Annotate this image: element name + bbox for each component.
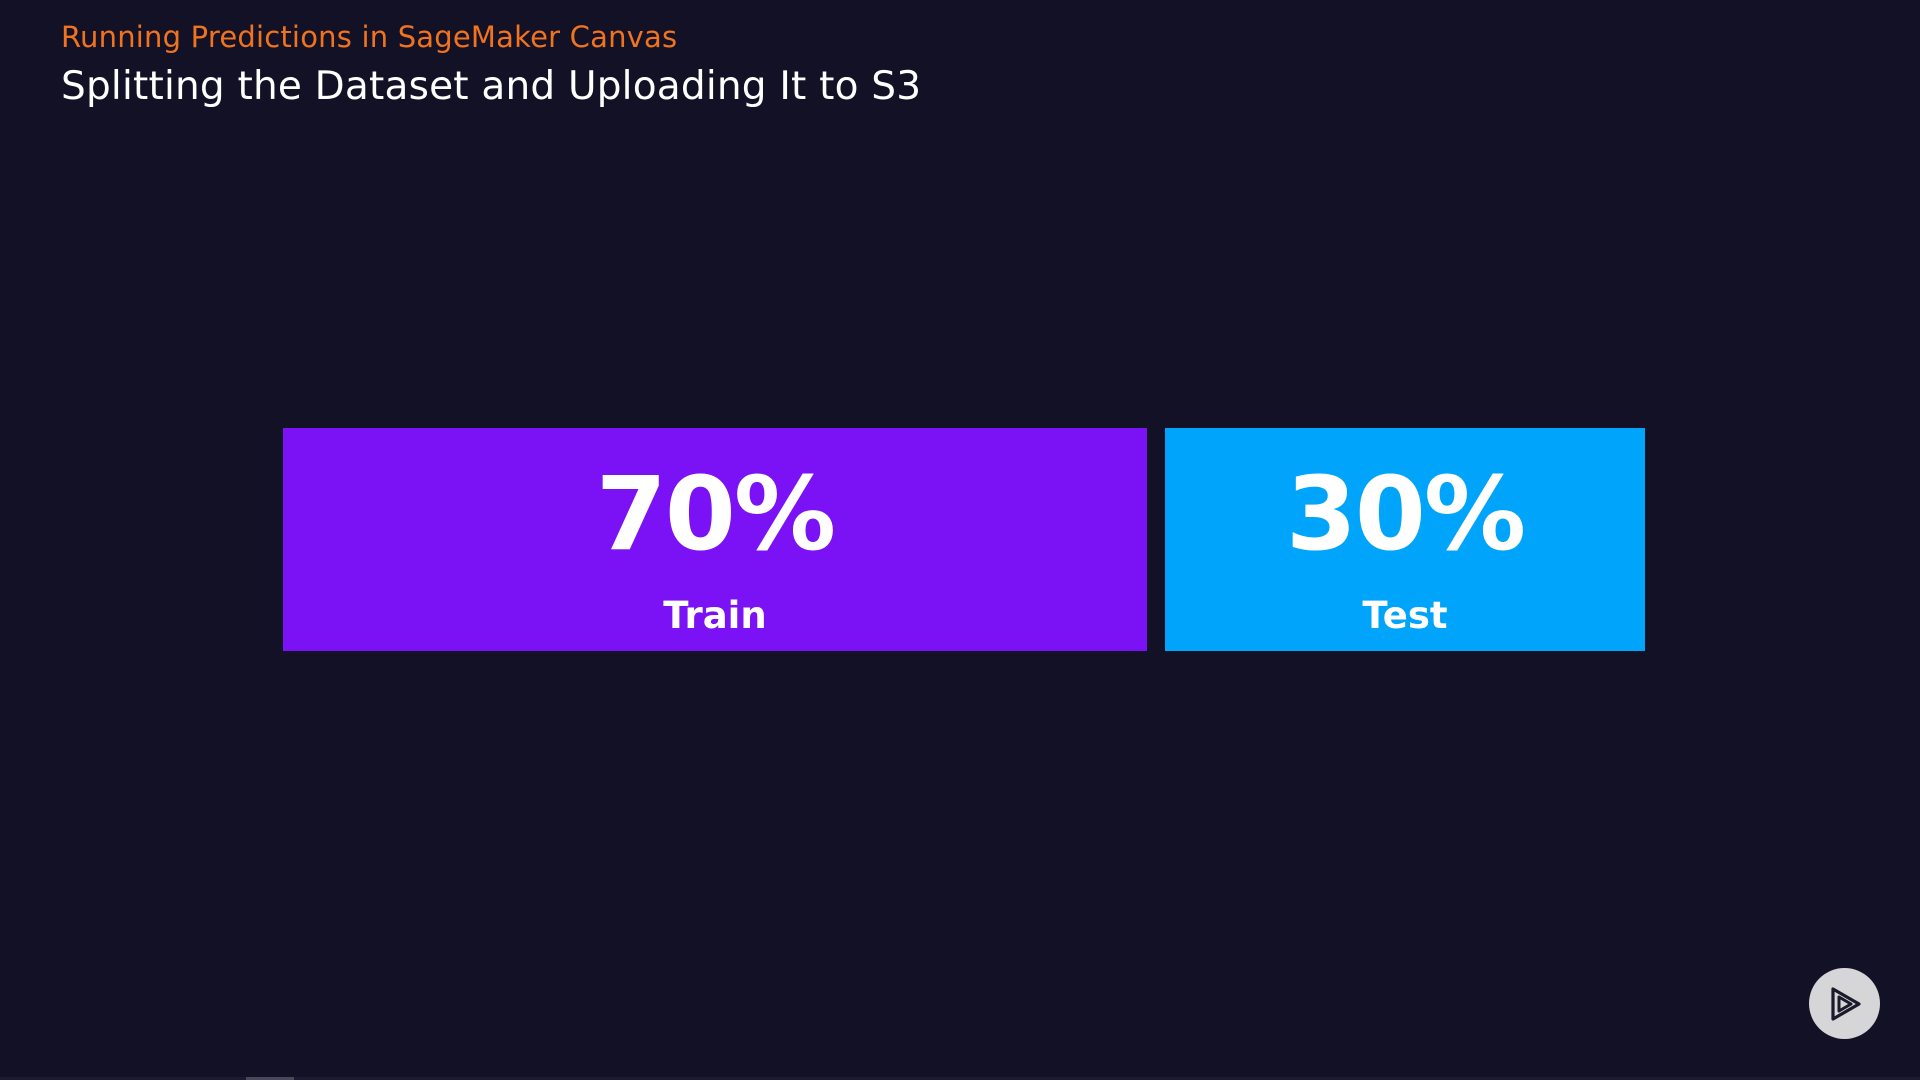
train-split-block: 70% Train — [283, 428, 1147, 651]
slide-subtitle: Running Predictions in SageMaker Canvas — [61, 20, 678, 54]
play-icon — [1830, 986, 1861, 1021]
test-label: Test — [1362, 594, 1448, 637]
train-label: Train — [663, 594, 767, 637]
progress-track[interactable] — [0, 1077, 1920, 1080]
train-percent: 70% — [595, 455, 836, 574]
test-percent: 30% — [1285, 455, 1526, 574]
slide-title: Splitting the Dataset and Uploading It t… — [61, 64, 922, 109]
test-split-block: 30% Test — [1165, 428, 1645, 651]
progress-indicator[interactable] — [246, 1077, 294, 1080]
play-button[interactable] — [1809, 968, 1880, 1039]
